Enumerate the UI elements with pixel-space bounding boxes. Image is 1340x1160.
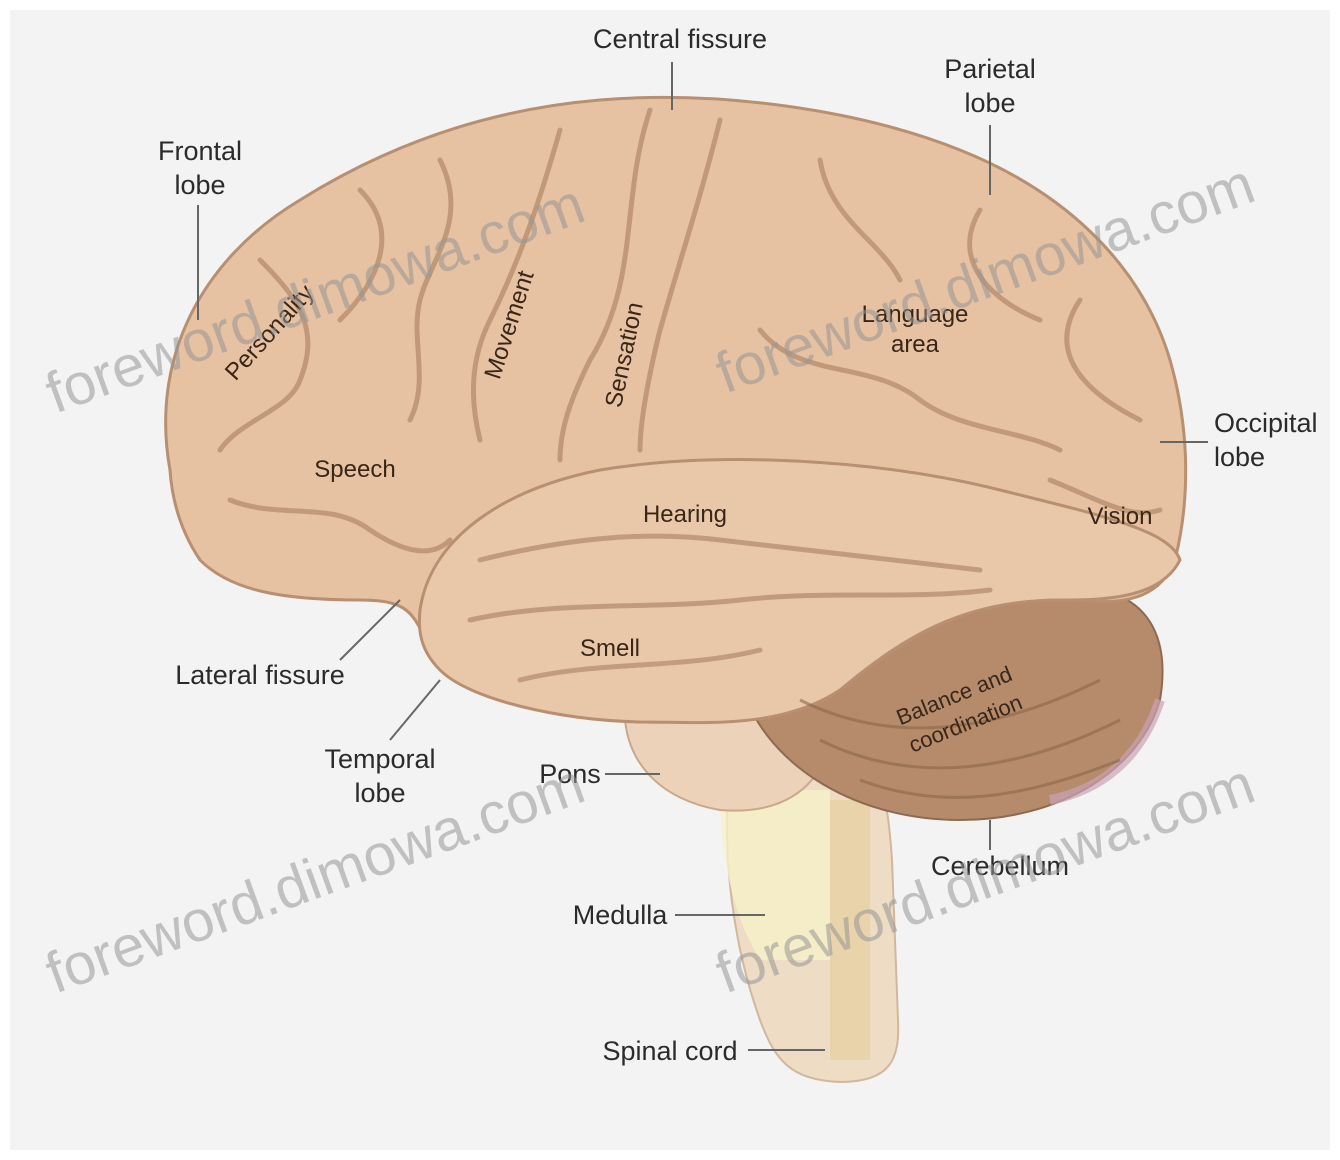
label-lateral-fissure: Lateral fissure — [140, 658, 380, 692]
label-frontal-lobe: Frontal lobe — [120, 134, 280, 202]
temporal-lobe-leader — [390, 680, 440, 740]
region-vision: Vision — [1060, 502, 1180, 532]
label-medulla: Medulla — [545, 898, 695, 932]
region-smell: Smell — [555, 634, 665, 664]
region-speech: Speech — [290, 455, 420, 485]
label-spinal-cord: Spinal cord — [570, 1034, 770, 1068]
region-hearing: Hearing — [615, 500, 755, 530]
lateral-fissure-leader — [340, 600, 400, 660]
label-occipital-lobe: Occipital lobe — [1214, 406, 1338, 474]
label-parietal-lobe: Parietal lobe — [900, 52, 1080, 120]
label-central-fissure: Central fissure — [560, 22, 800, 56]
